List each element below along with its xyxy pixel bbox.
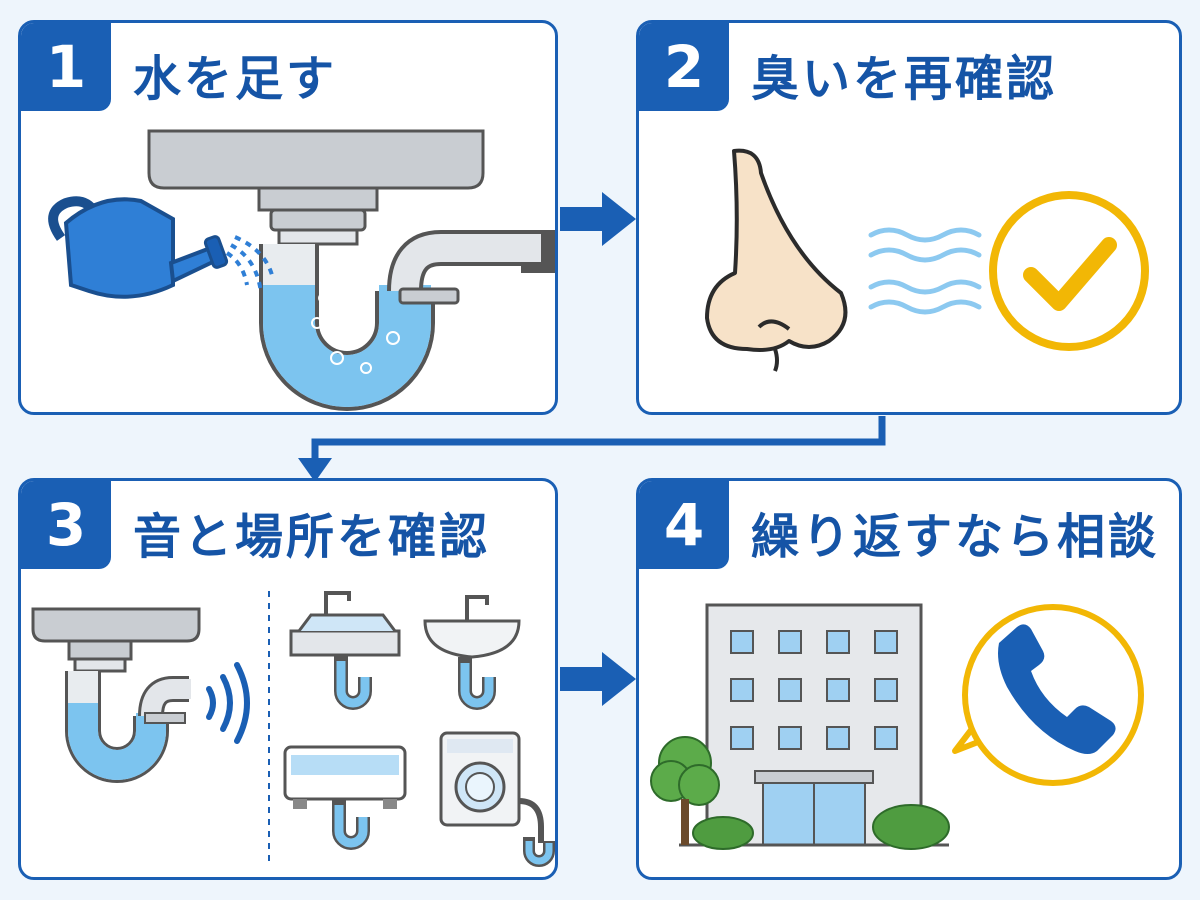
step-panel-1: 1 水を足す xyxy=(18,20,558,415)
step-panel-2: 2 臭いを再確認 xyxy=(636,20,1182,415)
step3-illustration xyxy=(31,591,555,867)
washing-machine-icon xyxy=(439,731,555,867)
bathtub-icon xyxy=(283,745,407,850)
step4-illustration xyxy=(650,603,1144,850)
step-number: 2 xyxy=(639,23,729,111)
sink-icon xyxy=(147,129,485,246)
step-title: 繰り返すなら相談 xyxy=(751,509,1160,565)
checkmark-circle-icon xyxy=(989,191,1149,351)
step-title: 臭いを再確認 xyxy=(751,51,1058,107)
step-number: 1 xyxy=(21,23,111,111)
nose-icon xyxy=(705,148,848,372)
arrow-down-connector-icon xyxy=(298,416,886,482)
step-number: 3 xyxy=(21,481,111,569)
step-number: 4 xyxy=(639,481,729,569)
step-title: 音と場所を確認 xyxy=(133,509,491,565)
sound-waves-icon xyxy=(206,662,250,744)
washbasin-icon xyxy=(289,591,401,710)
phone-speech-bubble-icon xyxy=(952,604,1144,786)
washbasin-icon xyxy=(423,595,521,710)
step2-illustration xyxy=(705,148,1149,372)
tree-icon xyxy=(650,736,950,850)
smell-waves-icon xyxy=(868,227,982,315)
watering-can-icon xyxy=(48,196,275,299)
p-trap-icon xyxy=(31,607,201,783)
step1-illustration xyxy=(48,129,555,411)
building-icon xyxy=(679,603,949,847)
step-panel-3: 3 音と場所を確認 xyxy=(18,478,558,880)
p-trap-icon xyxy=(259,230,555,411)
step-title: 水を足す xyxy=(133,51,338,107)
arrow-right-icon xyxy=(560,652,636,706)
step-panel-4: 4 繰り返すなら相談 xyxy=(636,478,1182,880)
arrow-right-icon xyxy=(560,192,636,246)
